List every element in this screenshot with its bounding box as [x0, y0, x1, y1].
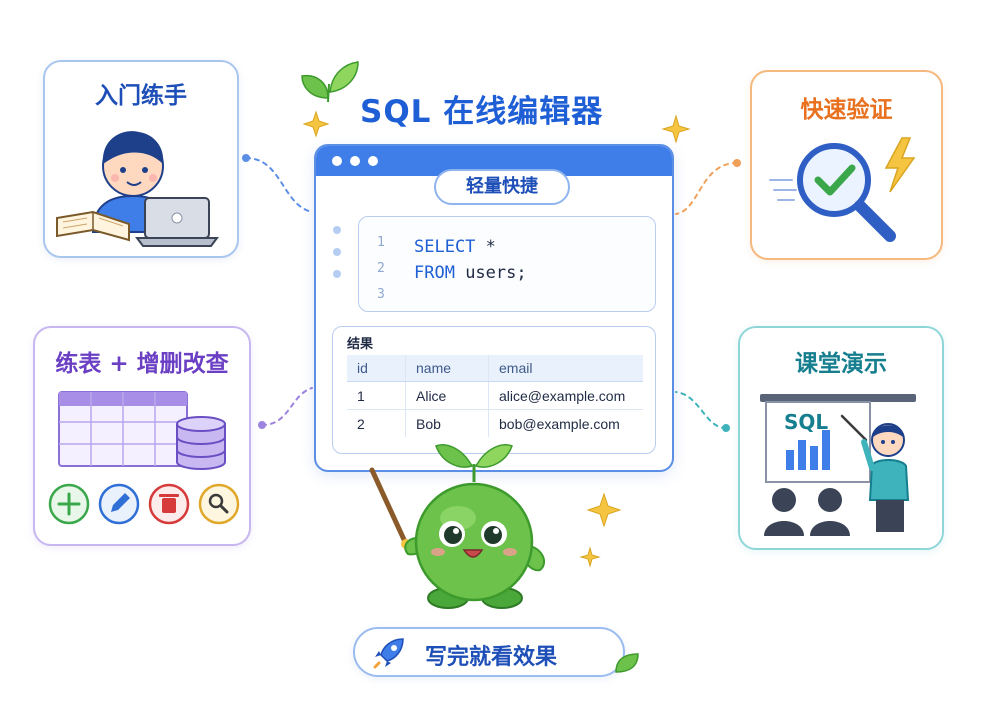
code-editor[interactable]: 1 2 3 SELECT * FROM users;	[358, 216, 656, 312]
column-header-name: name	[405, 355, 489, 382]
connector-verify	[675, 162, 738, 215]
table-cell: 1	[347, 381, 406, 410]
table-cell: bob@example.com	[499, 415, 620, 432]
tagline-text: 写完就看效果	[425, 645, 558, 670]
leaf-icon	[301, 61, 359, 103]
column-header-id: id	[347, 355, 406, 382]
line-number: 3	[377, 287, 385, 302]
window-dot	[332, 156, 342, 166]
gutter-dot	[333, 248, 341, 256]
sprout-mascot	[369, 444, 546, 609]
feature-title-beginner: 入门练手	[95, 83, 187, 109]
table-cell: alice@example.com	[488, 381, 643, 410]
sparkle-icon	[586, 492, 622, 528]
feature-card-beginner: 入门练手	[43, 60, 239, 258]
result-label: 结果	[347, 337, 374, 352]
delete-icon	[148, 483, 190, 525]
page-title: SQL 在线编辑器	[360, 94, 604, 130]
tagline-pill: 写完就看效果	[353, 627, 625, 677]
window-dot	[350, 156, 360, 166]
connector-classroom	[675, 391, 727, 429]
table-cell: Alice	[405, 381, 489, 410]
editor-subtitle: 轻量快捷	[434, 169, 570, 205]
lightning-icon	[884, 137, 916, 193]
connector-dot-classroom	[722, 424, 730, 432]
feature-card-classroom: 课堂演示 SQL	[738, 326, 944, 550]
rocket-icon	[373, 638, 404, 669]
sql-text: users;	[454, 263, 527, 283]
sql-keyword: SELECT	[414, 237, 476, 257]
code-line-1: SELECT *	[414, 237, 496, 257]
table-header-row: id name email	[347, 355, 643, 382]
connector-beginner	[245, 157, 313, 213]
feature-title-tables: 练表 + 增删改查	[55, 351, 229, 377]
table-database-illustration	[58, 391, 226, 470]
student-laptop-illustration	[56, 131, 219, 247]
line-number: 2	[377, 261, 385, 276]
gutter-dot	[333, 270, 341, 278]
table-row: 1 Alice alice@example.com	[347, 381, 643, 410]
result-panel: 结果 id name email 1 Alice alice@example.c…	[332, 326, 656, 454]
crud-icons	[48, 483, 240, 525]
table-row: 2 Bob bob@example.com	[347, 409, 643, 437]
table-cell: Bob	[405, 409, 489, 437]
feature-title-verify: 快速验证	[800, 97, 893, 123]
line-number: 1	[377, 235, 385, 250]
result-table: id name email 1 Alice alice@example.com …	[347, 355, 643, 437]
code-line-2: FROM users;	[414, 263, 527, 283]
classroom-board-text: SQL	[784, 410, 829, 434]
connector-dot-tables	[258, 421, 266, 429]
column-header-email: email	[488, 355, 643, 382]
table-cell: 2	[347, 409, 406, 437]
gutter-dot	[333, 226, 341, 234]
add-icon	[48, 483, 90, 525]
window-dot	[368, 156, 378, 166]
classroom-illustration	[760, 394, 916, 536]
sparkle-icon	[579, 546, 601, 568]
edit-icon	[98, 483, 140, 525]
connector-dot-verify	[733, 159, 741, 167]
sql-keyword: FROM	[414, 263, 455, 283]
sql-editor-window: 轻量快捷 1 2 3 SELECT * FROM users; 结果 id na…	[314, 144, 674, 472]
sparkle-icon	[302, 110, 330, 138]
feature-title-classroom: 课堂演示	[795, 351, 887, 377]
search-icon	[198, 483, 240, 525]
feature-card-verify: 快速验证	[750, 70, 943, 260]
database-icon	[176, 416, 226, 470]
sparkle-icon	[661, 114, 691, 144]
magnifier-check-icon	[769, 137, 916, 242]
sql-text: *	[475, 237, 496, 257]
connector-dot-beginner	[242, 154, 250, 162]
leaf-icon	[615, 653, 639, 673]
feature-card-tables: 练表 + 增删改查	[33, 326, 251, 546]
connector-tables	[261, 387, 313, 426]
